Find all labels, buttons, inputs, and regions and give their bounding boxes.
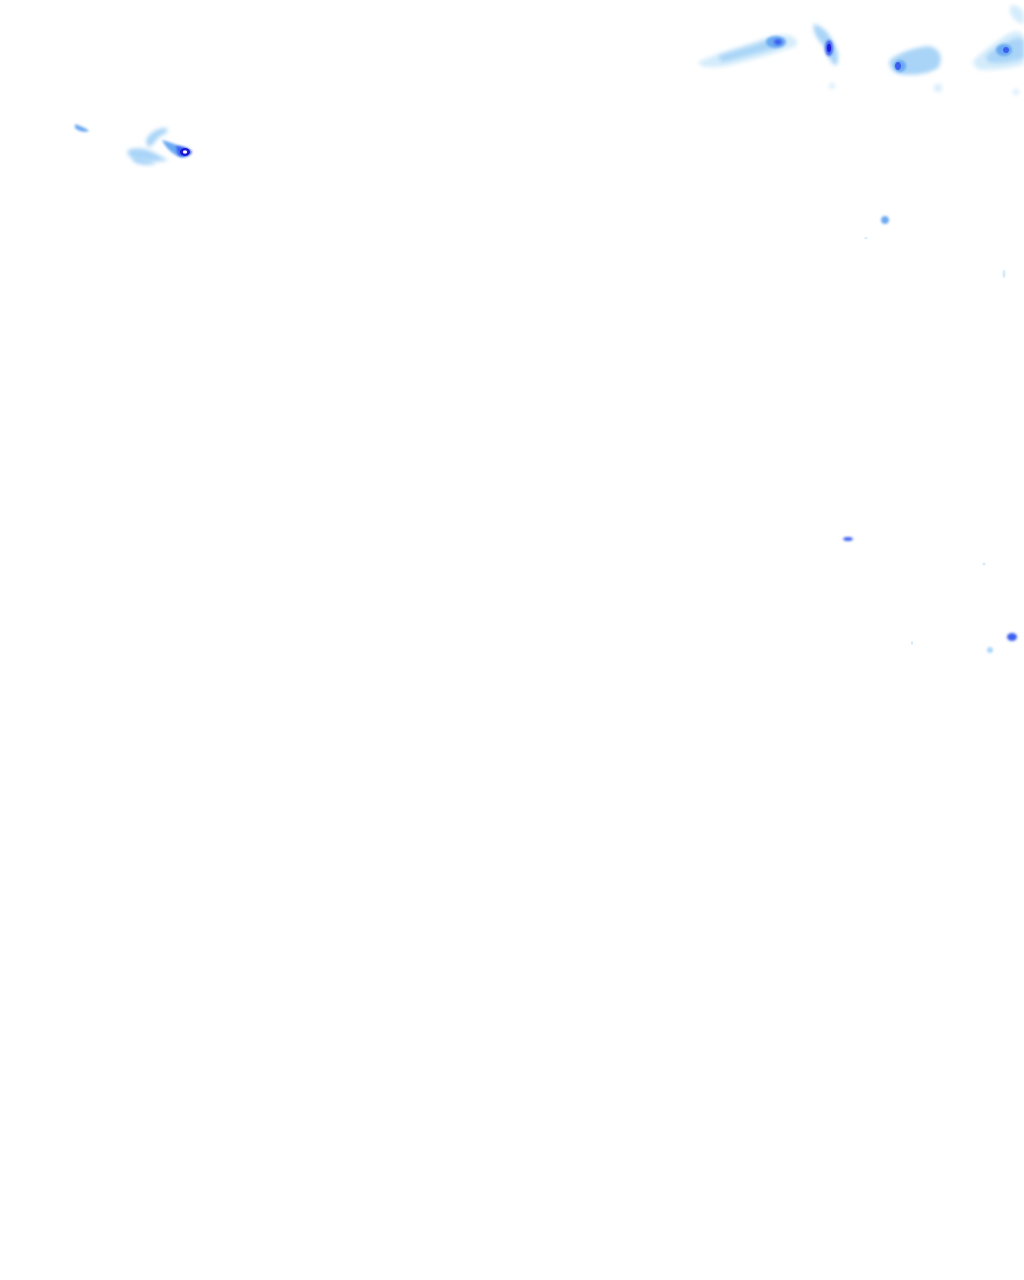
echo-band-north-east-edge — [973, 5, 1024, 95]
echo-fragment-far-west — [75, 124, 89, 132]
echo-cluster-northwest — [127, 128, 192, 165]
echo-cell-north-east-1 — [813, 24, 839, 89]
echo-speck-east-upper — [864, 216, 1006, 278]
echo-cell-north-east-2 — [889, 46, 942, 92]
echo-speck-east-middle — [843, 537, 986, 566]
echo-band-north-central — [698, 34, 797, 68]
echo-specks-east-lower — [911, 633, 1017, 653]
